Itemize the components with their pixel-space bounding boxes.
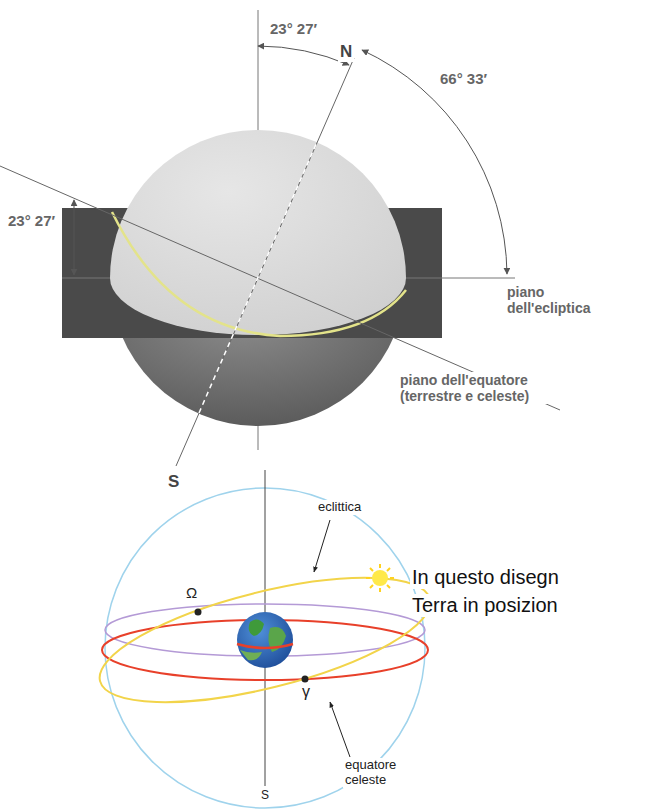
circle-label: equatore celeste — [343, 758, 422, 788]
node-symbol: γ — [300, 683, 312, 701]
earth-axis — [176, 58, 354, 466]
earth — [237, 612, 293, 668]
continent — [249, 619, 264, 636]
angle-arc — [258, 46, 349, 65]
angle-value: 23° 27′ — [268, 20, 319, 37]
continent — [240, 650, 262, 660]
caption-text: In questo disegn — [410, 566, 561, 589]
ecliptic-ellipse — [88, 552, 441, 727]
angle-arc — [362, 50, 507, 274]
node-point — [195, 609, 202, 616]
plane-label: piano dell'equatore (terrestre e celeste… — [398, 372, 570, 404]
earth-equator — [237, 644, 293, 648]
upper-hemisphere — [110, 130, 406, 335]
pole-label: S — [166, 472, 181, 492]
circle-label: eclittica — [316, 500, 363, 515]
angle-arrow — [74, 200, 75, 275]
plane-label: piano dell'ecliptica — [505, 284, 627, 316]
equator-circle — [112, 212, 406, 336]
node-symbol: Ω — [184, 584, 199, 601]
earth-axis-dashed — [199, 142, 317, 413]
leader-arrow — [330, 702, 350, 757]
bottom-figure — [88, 470, 441, 808]
angle-value: 23° 27′ — [6, 212, 57, 229]
pole-label: S — [259, 789, 271, 803]
pole-label: N — [338, 42, 354, 62]
angle-value: 66° 33′ — [438, 70, 489, 87]
leader-arrow — [314, 520, 330, 572]
sun — [366, 564, 394, 592]
node-point — [302, 676, 309, 683]
caption-text: Terra in posizion — [410, 594, 560, 617]
